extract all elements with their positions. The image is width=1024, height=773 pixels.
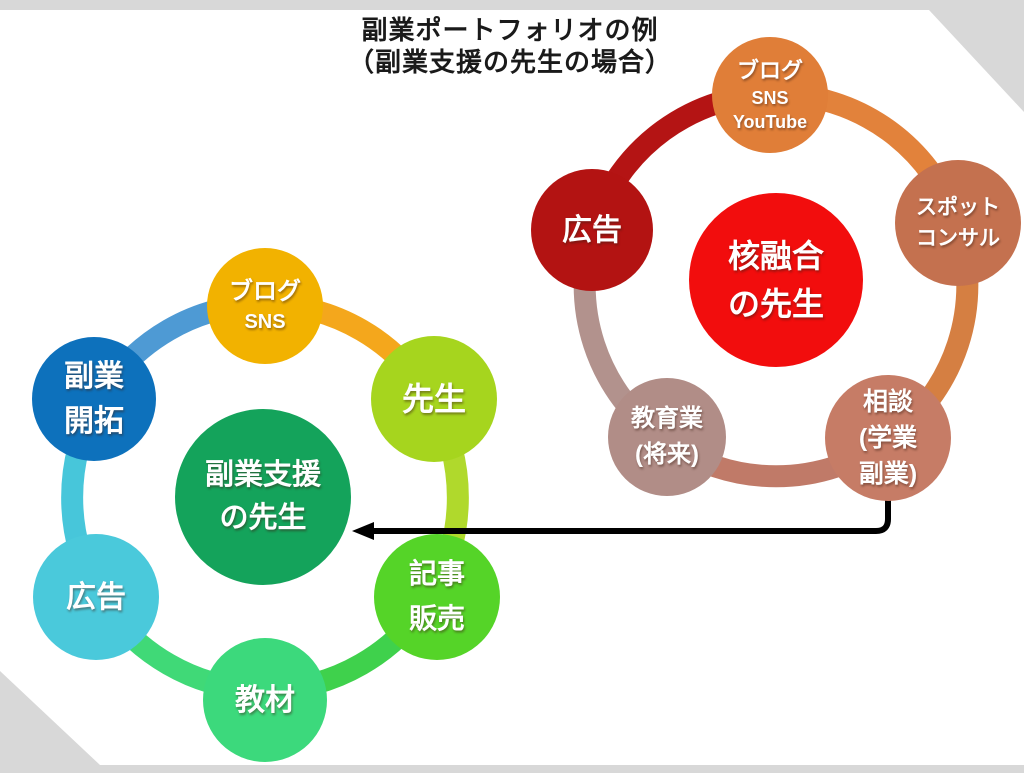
node-label-line: コンサル: [916, 227, 1000, 250]
node-education-future: 教育業 (将来): [608, 378, 726, 496]
node-label-line: SNS: [751, 87, 789, 108]
node-label-line: 副業支援: [204, 458, 321, 491]
node-fusion-teacher-center: 核融合 の先生: [689, 193, 863, 367]
node-label-line: 教育業: [631, 405, 703, 432]
node-label-line: (将来): [635, 441, 699, 468]
node-blog-sns: ブログ SNS: [207, 248, 323, 364]
node-label-line: の先生: [219, 502, 307, 534]
node-label-line: 相談: [862, 387, 913, 416]
node-label-line: SNS: [244, 310, 286, 333]
node-label-line: の先生: [727, 286, 824, 322]
node-ads-right: 広告: [531, 169, 653, 291]
node-label-line: 広告: [66, 580, 126, 614]
node-teaching-materials: 教材: [203, 638, 327, 762]
node-label-line: (学業: [858, 423, 918, 452]
node-blog-sns-youtube: ブログ SNS YouTube: [712, 37, 828, 153]
node-sidejob-support-teacher-center: 副業支援 の先生: [175, 409, 351, 585]
node-consultation-study-sidejob: 相談 (学業 副業): [825, 375, 951, 501]
node-label-line: 副業: [64, 360, 124, 393]
node-label-line: 記事: [408, 558, 465, 590]
node-label-line: 副業): [858, 460, 918, 489]
page-title: 副業ポートフォリオの例 （副業支援の先生の場合）: [250, 14, 770, 78]
page-title-line2: （副業支援の先生の場合）: [347, 47, 672, 77]
node-article-sales: 記事 販売: [374, 534, 500, 660]
node-label-line: スポット: [916, 195, 1000, 219]
node-label-line: 販売: [408, 603, 465, 634]
node-teacher: 先生: [371, 336, 497, 462]
node-sidejob-development: 副業 開拓: [32, 337, 156, 461]
arrow-head-icon: [352, 522, 374, 540]
node-label-line: ブログ: [736, 57, 803, 83]
arrow-line: [372, 499, 891, 534]
node-label-line: YouTube: [732, 111, 808, 132]
node-label-line: 開拓: [64, 405, 124, 438]
node-label-line: ブログ: [229, 278, 301, 306]
node-label-line: 核融合: [727, 238, 824, 274]
node-label-line: 先生: [401, 381, 466, 417]
page-title-line1: 副業ポートフォリオの例: [361, 15, 659, 45]
node-label-line: 広告: [562, 213, 622, 247]
arrow-connector: [352, 499, 891, 540]
node-label-line: 教材: [235, 683, 295, 717]
node-spot-consulting: スポット コンサル: [895, 160, 1021, 286]
node-ads-left: 広告: [33, 534, 159, 660]
